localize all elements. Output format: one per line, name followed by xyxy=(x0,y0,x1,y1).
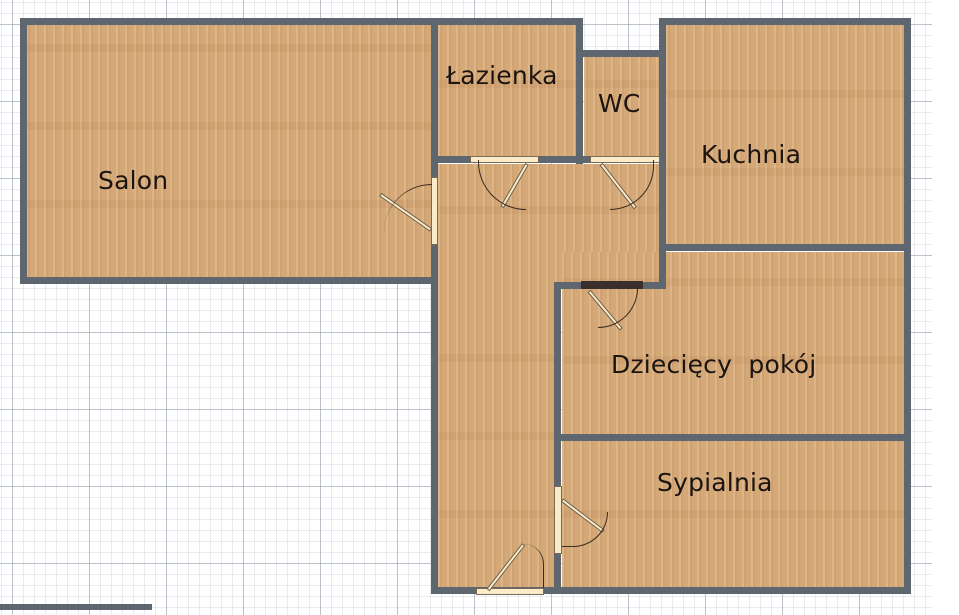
wall-wc-kuchnia xyxy=(659,18,666,288)
room-label-dzieciecy: Dziecięcy pokój xyxy=(611,350,817,379)
wall-bottom xyxy=(431,587,911,594)
floor-sypialnia xyxy=(562,440,904,588)
room-label-salon: Salon xyxy=(98,166,169,195)
wall-lazienka-wc xyxy=(576,18,583,164)
door-salon[interactable] xyxy=(431,177,438,245)
wall-salon-corridor xyxy=(431,18,438,592)
wall-dzieciecy-sypialnia xyxy=(554,434,911,441)
wall-bath-bottom xyxy=(431,156,665,163)
door-entrance[interactable] xyxy=(476,588,544,595)
door-entrance-swing xyxy=(524,544,544,588)
wall-salon-top xyxy=(20,18,438,25)
door-sypialnia[interactable] xyxy=(554,486,562,554)
wall-right xyxy=(904,18,911,594)
room-label-kuchnia: Kuchnia xyxy=(701,140,802,169)
room-label-wc: WC xyxy=(598,89,641,118)
wall-lazienka-top xyxy=(431,18,583,25)
floor-kuchnia xyxy=(666,24,904,246)
room-label-lazienka: Łazienka xyxy=(446,61,558,90)
floor-salon xyxy=(26,24,434,278)
wall-kuchnia-top xyxy=(659,18,911,25)
floor-corridor-bottom xyxy=(438,284,556,588)
wall-wc-top xyxy=(576,50,666,57)
room-label-sypialnia: Sypialnia xyxy=(657,468,773,497)
floor-lazienka xyxy=(438,24,578,158)
wall-salon-left xyxy=(20,18,27,284)
wall-fragment-bottom-left xyxy=(0,604,152,610)
wall-salon-bottom xyxy=(20,277,438,284)
wall-kuchnia-bottom xyxy=(659,244,911,251)
floor-dzieciecy xyxy=(562,252,904,434)
door-dzieciecy[interactable] xyxy=(581,281,643,289)
floor-wc xyxy=(584,56,662,158)
